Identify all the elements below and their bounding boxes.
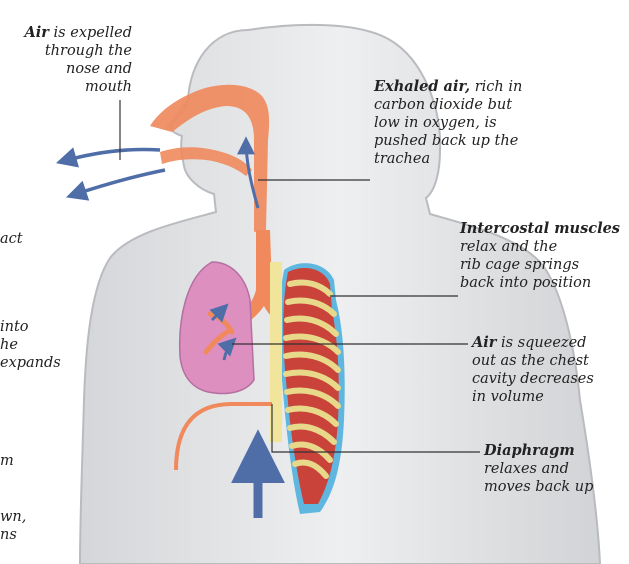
- label-air-expelled: Air is expelled through the nose and mou…: [6, 24, 132, 96]
- exhale-arrow-lower: [70, 170, 165, 196]
- cropped-fragment: into: [0, 318, 29, 336]
- cropped-fragment: expands: [0, 354, 61, 372]
- cropped-fragment: ns: [0, 526, 17, 544]
- cropped-fragment: he: [0, 336, 18, 354]
- label-exhaled-air: Exhaled air, rich in carbon dioxide but …: [374, 78, 574, 168]
- label-air-squeezed: Air is squeezed out as the chest cavity …: [472, 334, 622, 406]
- cropped-fragment: m: [0, 452, 14, 470]
- cropped-fragment: wn,: [0, 508, 26, 526]
- label-diaphragm: Diaphragm relaxes and moves back up: [484, 442, 624, 496]
- label-intercostal: Intercostal muscles relax and the rib ca…: [460, 220, 628, 292]
- exhale-arrow-upper: [60, 150, 160, 163]
- cropped-fragment: act: [0, 230, 23, 248]
